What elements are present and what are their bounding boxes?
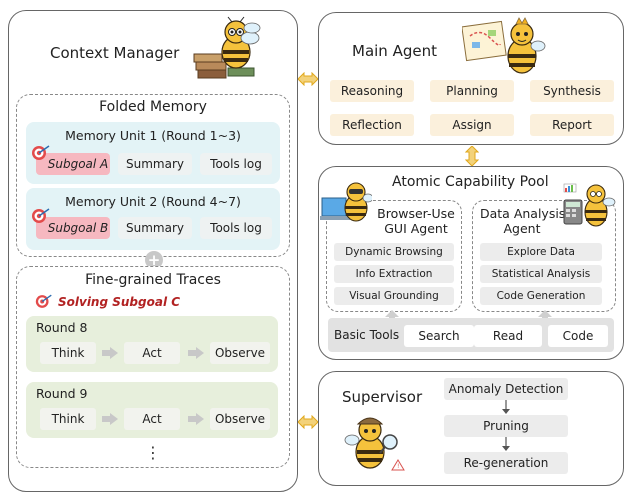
- arrow-right-icon: [102, 347, 118, 359]
- round-title: Round 9: [36, 386, 88, 401]
- bee-with-books-icon: [193, 16, 261, 79]
- capability-synthesis: Synthesis: [530, 80, 614, 102]
- browser-agent-skill: Dynamic Browsing: [334, 243, 454, 261]
- think-step: Think: [40, 408, 96, 430]
- target-icon: [32, 145, 50, 160]
- round-title: Round 8: [36, 320, 88, 335]
- summary-chip: Summary: [118, 153, 192, 175]
- arrow-up-icon: [385, 310, 399, 324]
- capability-planning: Planning: [430, 80, 514, 102]
- bee-with-calculator-icon: [563, 183, 616, 227]
- capability-report: Report: [530, 114, 614, 136]
- arrow-down-icon: [502, 437, 510, 451]
- subgoal-chip: Subgoal A: [36, 153, 110, 175]
- summary-chip: Summary: [118, 217, 192, 239]
- tools-log-chip: Tools log: [200, 217, 272, 239]
- memory-unit-title: Memory Unit 1 (Round 1~3): [65, 128, 241, 143]
- anomaly-detection-step: Anomaly Detection: [444, 378, 568, 400]
- svg-text:!: !: [397, 463, 399, 470]
- bee-with-laptop-icon: [320, 182, 372, 222]
- observe-step: Observe: [210, 342, 270, 364]
- arrow-right-icon: [102, 413, 118, 425]
- act-step: Act: [124, 342, 180, 364]
- arrow-right-icon: [188, 413, 204, 425]
- atomic-capability-pool-title: Atomic Capability Pool: [392, 174, 549, 190]
- memory-unit-1: Memory Unit 1 (Round 1~3) Subgoal A Summ…: [26, 122, 280, 184]
- search-tool: Search: [404, 325, 474, 347]
- plus-icon: +: [145, 251, 163, 269]
- solving-subgoal-label: Solving Subgoal C: [58, 295, 181, 309]
- capability-reasoning: Reasoning: [330, 80, 414, 102]
- browser-agent-title-line1: Browser-Use: [377, 206, 455, 221]
- capability-reflection: Reflection: [330, 114, 414, 136]
- main-agent-title: Main Agent: [352, 42, 437, 60]
- target-icon: [35, 294, 52, 308]
- data-agent-skill: Statistical Analysis: [480, 265, 602, 283]
- basic-tools-bar: Basic Tools Search Read Code: [328, 318, 614, 352]
- data-agent-skill: Code Generation: [480, 287, 602, 305]
- bee-detective-icon: !: [344, 417, 405, 471]
- act-step: Act: [124, 408, 180, 430]
- target-icon: [32, 208, 50, 223]
- arrow-down-icon: [502, 400, 510, 414]
- ellipsis: ⋮: [145, 443, 161, 462]
- re-generation-step: Re-generation: [444, 452, 568, 474]
- data-agent-title-line2: Agent: [503, 221, 541, 236]
- memory-unit-title: Memory Unit 2 (Round 4~7): [65, 194, 241, 209]
- data-agent-skill: Explore Data: [480, 243, 602, 261]
- browser-agent-title-line2: GUI Agent: [384, 221, 448, 236]
- think-step: Think: [40, 342, 96, 364]
- supervisor-title: Supervisor: [342, 388, 423, 406]
- subgoal-chip: Subgoal B: [36, 217, 110, 239]
- bidirectional-arrow-icon: [298, 72, 318, 86]
- bidirectional-arrow-icon: [298, 415, 318, 429]
- capability-assign: Assign: [430, 114, 514, 136]
- browser-agent-skill: Visual Grounding: [334, 287, 454, 305]
- pruning-step: Pruning: [444, 415, 568, 437]
- data-agent-title-line1: Data Analysis: [480, 206, 566, 221]
- tools-log-chip: Tools log: [200, 153, 272, 175]
- read-tool: Read: [474, 325, 542, 347]
- round-card: Round 9 Think Act Observe: [26, 382, 278, 438]
- arrow-right-icon: [188, 347, 204, 359]
- fine-grained-traces-title: Fine-grained Traces: [85, 272, 221, 288]
- observe-step: Observe: [210, 408, 270, 430]
- browser-agent-skill: Info Extraction: [334, 265, 454, 283]
- round-card: Round 8 Think Act Observe: [26, 316, 278, 372]
- memory-unit-2: Memory Unit 2 (Round 4~7) Subgoal B Summ…: [26, 188, 280, 250]
- bee-with-map-icon: [462, 17, 546, 74]
- bidirectional-arrow-icon: [465, 146, 479, 166]
- basic-tools-label: Basic Tools: [334, 328, 400, 342]
- folded-memory-title: Folded Memory: [99, 99, 207, 115]
- code-tool: Code: [548, 325, 608, 347]
- arrow-up-icon: [538, 310, 552, 324]
- context-manager-title: Context Manager: [50, 44, 180, 62]
